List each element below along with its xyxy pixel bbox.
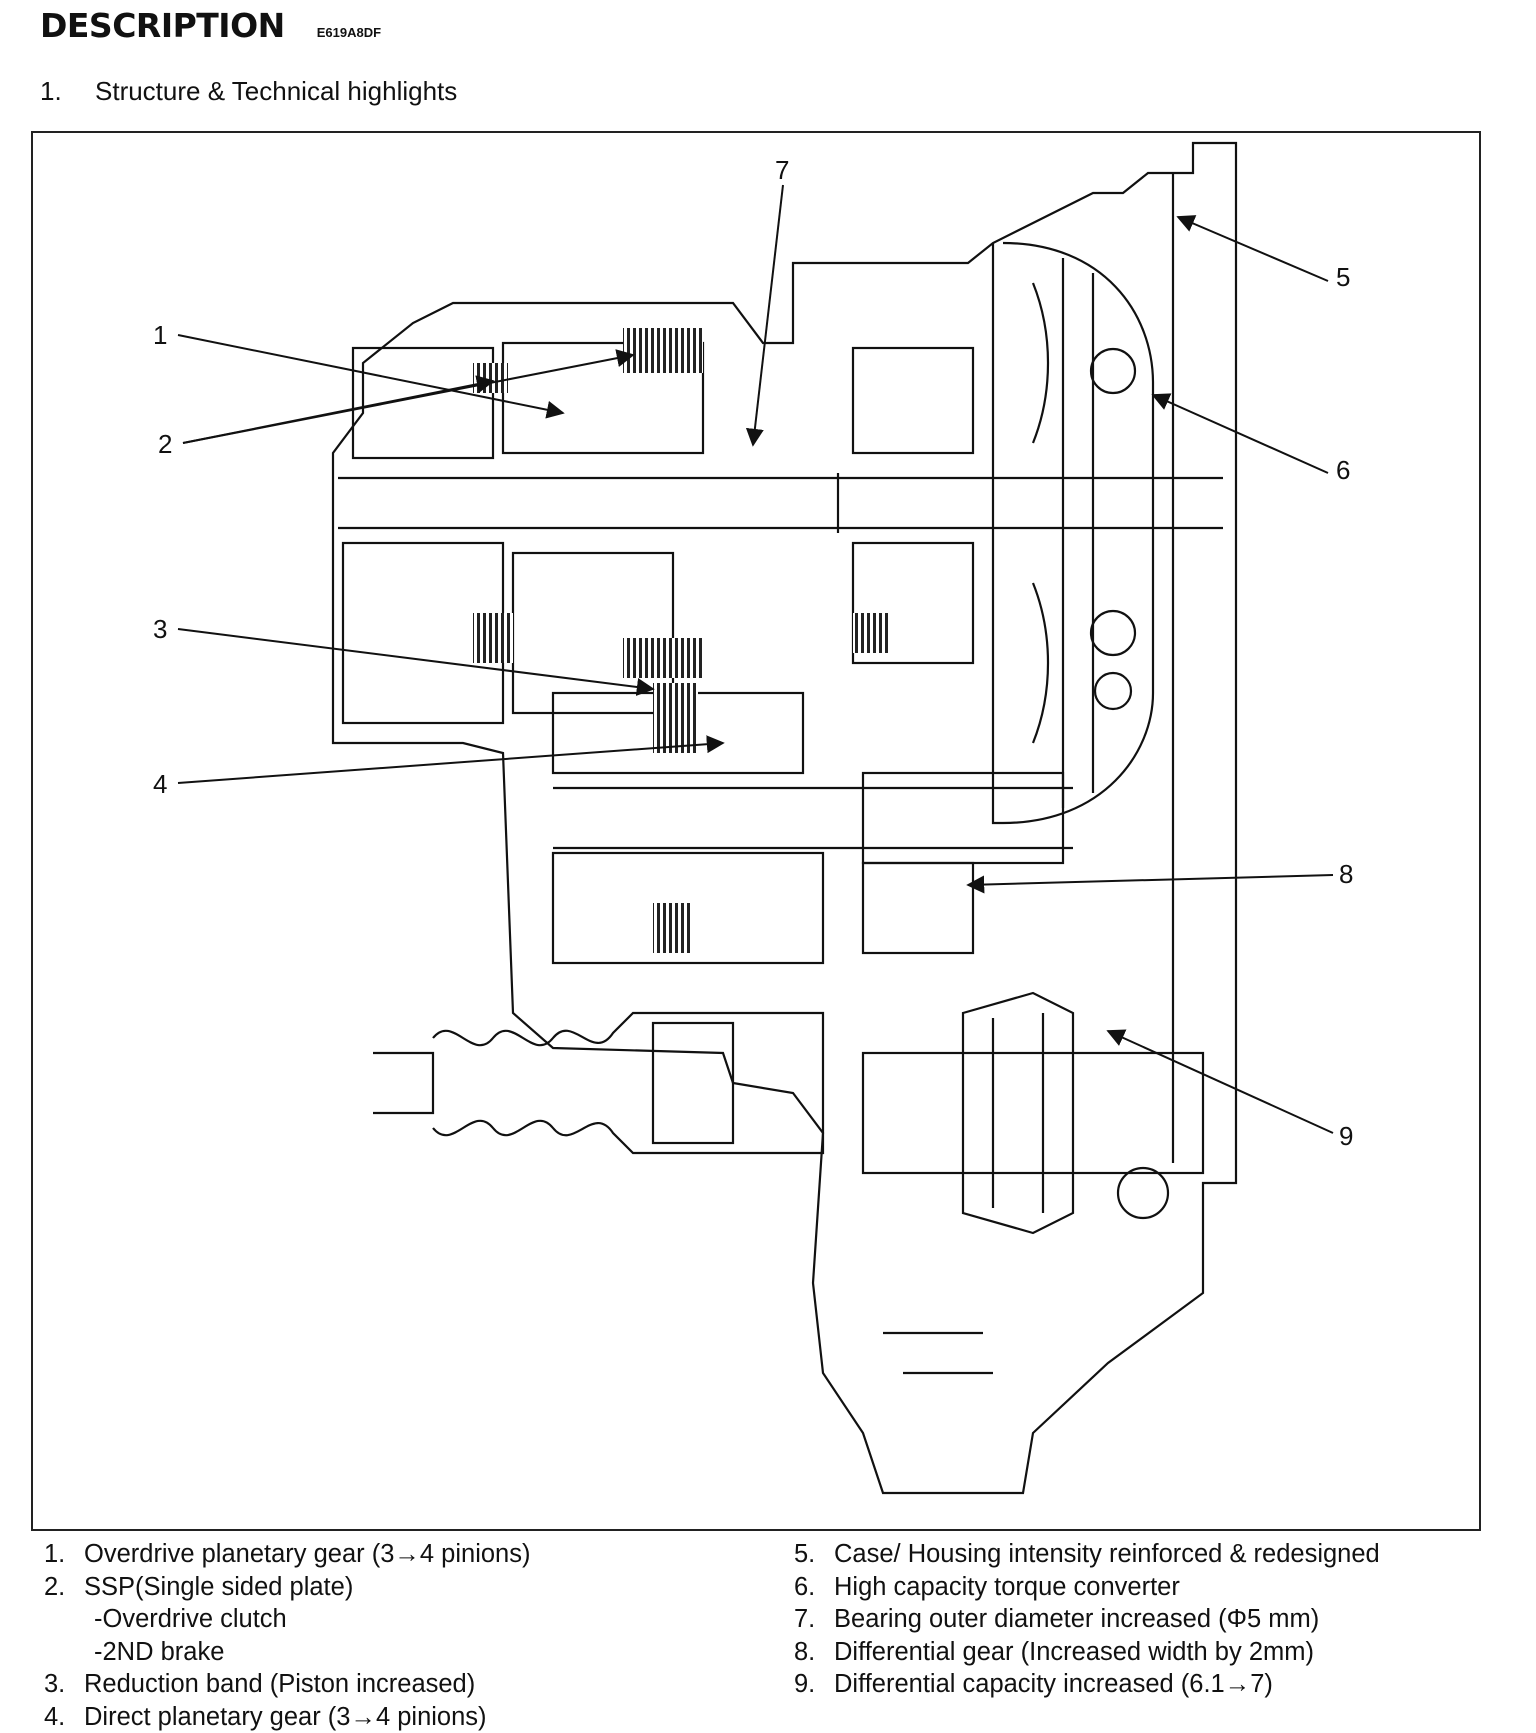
callout-8: 8 [1339,859,1353,889]
legend-item-2-sub-2: -2ND brake [44,1636,744,1669]
section-heading: 1.Structure & Technical highlights [40,76,457,107]
leader-8 [968,875,1333,885]
document-code: E619A8DF [317,25,381,40]
legend-right-column: 5. Case/ Housing intensity reinforced & … [794,1538,1494,1701]
page-title: DESCRIPTION [40,6,285,45]
cross-section-drawing: 1 2 3 4 5 6 7 8 9 [33,133,1479,1529]
legend-left-column: 1. Overdrive planetary gear (3→4 pinions… [44,1538,744,1733]
leader-7 [753,185,783,445]
legend-item-4: 4. Direct planetary gear (3→4 pinions) [44,1701,744,1733]
callout-2: 2 [158,429,172,459]
callout-5: 5 [1336,262,1350,292]
callout-leaders [178,185,1333,1133]
legend-item-8: 8. Differential gear (Increased width by… [794,1636,1494,1669]
legend-item-5: 5. Case/ Housing intensity reinforced & … [794,1538,1494,1571]
section-number: 1. [40,76,95,107]
leader-9 [1108,1031,1333,1133]
leader-2b [183,355,633,443]
friction-plates [473,328,888,953]
leader-4 [178,743,723,783]
callout-4: 4 [153,769,167,799]
legend-item-1: 1. Overdrive planetary gear (3→4 pinions… [44,1538,744,1571]
legend-item-9: 9. Differential capacity increased (6.1→… [794,1668,1494,1701]
leader-6 [1153,395,1328,473]
legend-item-7: 7. Bearing outer diameter increased (Φ5 … [794,1603,1494,1636]
callout-1: 1 [153,320,167,350]
transmission-diagram: 1 2 3 4 5 6 7 8 9 [31,131,1481,1531]
callout-7: 7 [775,155,789,185]
legend-item-2: 2. SSP(Single sided plate) [44,1571,744,1604]
page-header: DESCRIPTION E619A8DF [40,6,381,45]
section-title: Structure & Technical highlights [95,76,457,106]
legend-item-2-sub-1: -Overdrive clutch [44,1603,744,1636]
legend-item-6: 6. High capacity torque converter [794,1571,1494,1604]
leader-3 [178,629,653,689]
callout-9: 9 [1339,1121,1353,1151]
leader-5 [1178,217,1328,281]
legend-item-3: 3. Reduction band (Piston increased) [44,1668,744,1701]
housing-outline [333,143,1236,1493]
callout-3: 3 [153,614,167,644]
callout-6: 6 [1336,455,1350,485]
